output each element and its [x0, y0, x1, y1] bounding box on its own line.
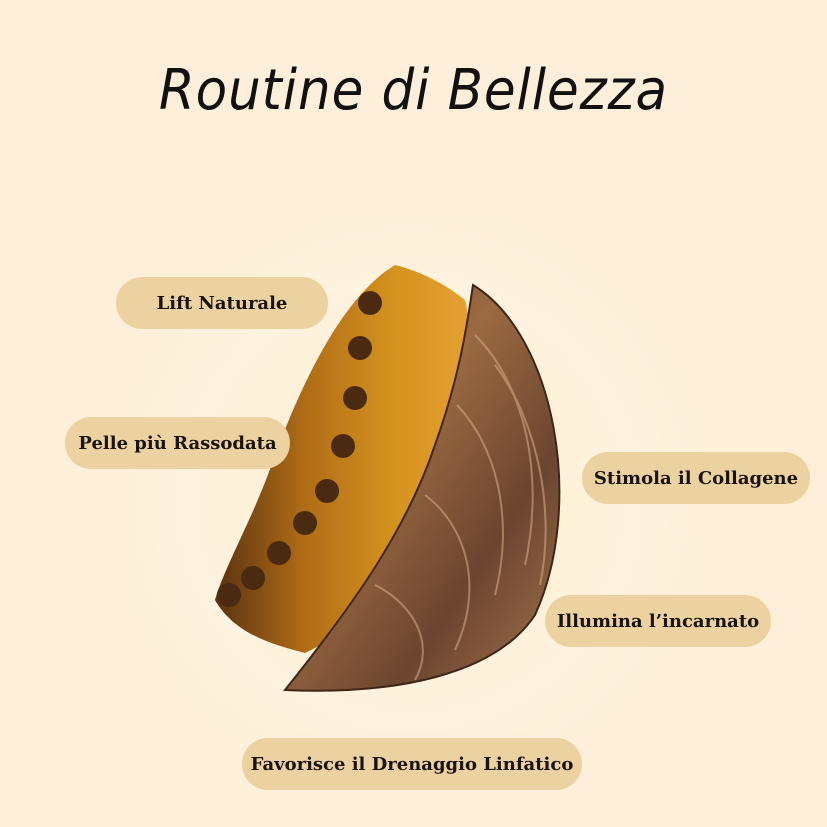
curved-brush-image [215, 265, 561, 692]
wood-grain [374, 334, 547, 681]
label-lift-naturale: Lift Naturale [116, 277, 328, 329]
wood-handle [282, 283, 561, 692]
bristle-tips [217, 291, 382, 607]
label-illumina-incarnato: Illumina l’incarnato [545, 595, 771, 647]
page-title: Routine di Bellezza [158, 58, 669, 123]
label-drenaggio-linfatico: Favorisce il Drenaggio Linfatico [242, 738, 582, 790]
label-stimola-collagene: Stimola il Collagene [582, 452, 810, 504]
label-pelle-rassodata: Pelle più Rassodata [65, 417, 290, 469]
